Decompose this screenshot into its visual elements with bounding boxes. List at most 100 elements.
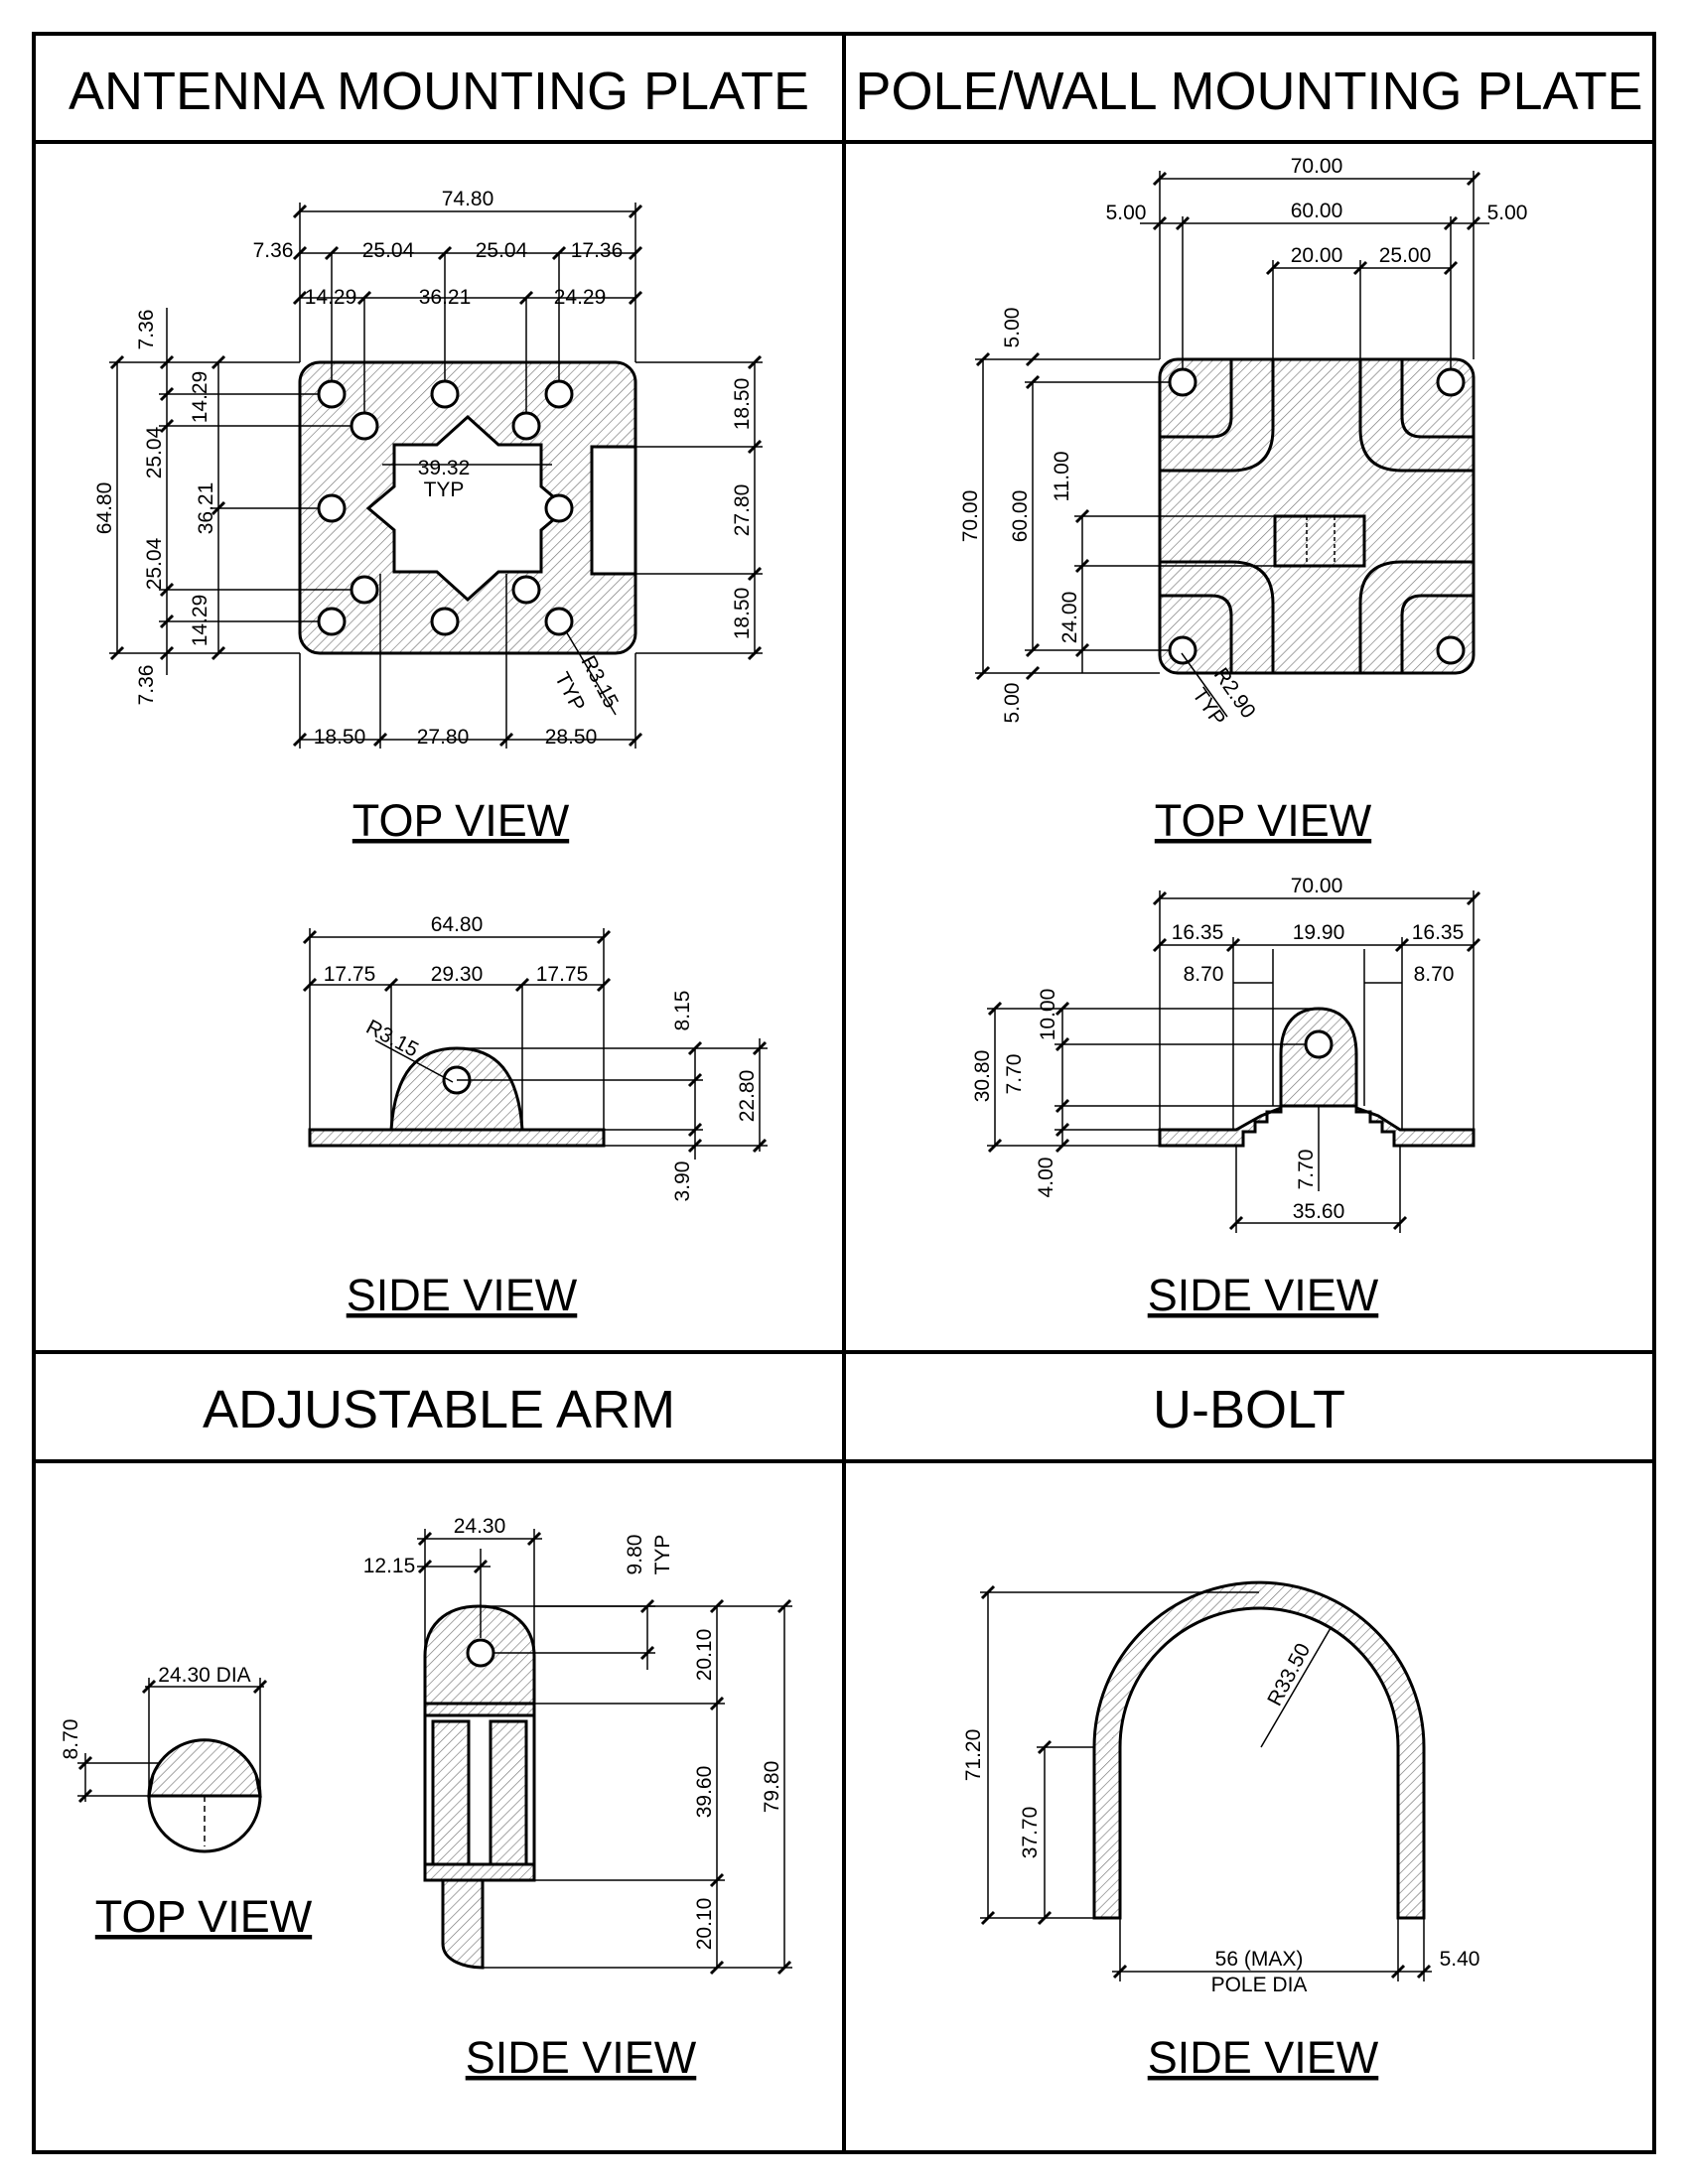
dim-pole-side-left-a: 30.80 [971, 1050, 994, 1103]
dim-pole-side-inner-left: 8.70 [1184, 963, 1224, 986]
panel-title-pole-wall: POLE/WALL MOUNTING PLATE [855, 62, 1642, 121]
dim-antenna-star-note: TYP [424, 478, 465, 501]
dim-arm-hole: 9.80 [624, 1535, 646, 1575]
dim-antenna-side-c: 17.75 [536, 963, 589, 986]
dim-arm-right-c: 20.10 [693, 1898, 716, 1951]
dim-arm-width: 24.30 [454, 1515, 506, 1538]
dim-pole-side-left-b: 10.00 [1037, 989, 1059, 1041]
antenna-side-base [308, 1128, 606, 1148]
dim-arm-overall: 79.80 [761, 1761, 783, 1814]
pole-top-dimension-lines [975, 171, 1489, 718]
antenna-side-view: 64.80 17.75 29.30 17.75 R3.15 8.15 22.80… [302, 913, 768, 1202]
dim-pole-left-top: 5.00 [1001, 308, 1024, 348]
dim-ubolt-pole-max: 56 (MAX) [1215, 1948, 1304, 1971]
panel-title-arm: ADJUSTABLE ARM [203, 1380, 675, 1439]
dim-antenna-right-c: 18.50 [731, 588, 754, 640]
dim-antenna-bottom-b: 27.80 [417, 726, 470, 749]
dim-antenna-side-right-b: 22.80 [736, 1070, 759, 1123]
dim-antenna-left-mid-a: 14.29 [189, 371, 211, 424]
dim-pole-slot-b: 25.00 [1379, 244, 1432, 267]
dim-arm-flat: 8.70 [60, 1719, 82, 1760]
pole-side-dimension-lines [987, 890, 1475, 1233]
pole-side-hole [1304, 1029, 1334, 1059]
dim-antenna-side-b: 29.30 [431, 963, 484, 986]
pole-top-view: 70.00 5.00 60.00 5.00 20.00 25.00 70.00 … [959, 155, 1527, 731]
dim-pole-left-outer: 70.00 [959, 490, 982, 543]
dim-pole-side-left-c: 7.70 [1003, 1054, 1026, 1095]
dim-antenna-row1-a: 7.36 [253, 239, 294, 262]
ubolt-body [1092, 1580, 1426, 1920]
dim-pole-left-low: 24.00 [1058, 592, 1081, 644]
dim-antenna-bottom-c: 28.50 [545, 726, 598, 749]
dim-arm-hole-note: TYP [651, 1535, 674, 1575]
pole-side-view: 70.00 16.35 19.90 16.35 8.70 8.70 30.80 … [971, 875, 1481, 1233]
dim-pole-side-overall: 70.00 [1291, 875, 1343, 897]
dim-arm-right-b: 39.60 [693, 1766, 716, 1819]
dim-antenna-left-mid-e: 14.29 [189, 595, 211, 647]
arm-side-view-label: SIDE VIEW [466, 2032, 697, 2083]
dim-pole-left-slot: 11.00 [1051, 452, 1073, 502]
pole-top-ticks [975, 171, 1481, 681]
sheet-frame [32, 32, 1656, 2154]
star-cutout [365, 414, 570, 603]
dim-pole-left-inner: 60.00 [1009, 490, 1032, 543]
dim-antenna-row2-a: 14.29 [305, 286, 357, 309]
panel-title-antenna: ANTENNA MOUNTING PLATE [69, 62, 809, 121]
dim-pole-side-left-d: 4.00 [1035, 1158, 1057, 1198]
dim-pole-side-inner-right: 8.70 [1414, 963, 1455, 986]
dim-pole-side-base: 35.60 [1293, 1200, 1345, 1223]
arm-top-view: 24.30 DIA 8.70 [60, 1664, 268, 1853]
dim-arm-right-a: 20.10 [693, 1629, 716, 1682]
dim-antenna-row2-b: 36.21 [419, 286, 472, 309]
antenna-top-ticks [109, 204, 763, 748]
dim-antenna-left-bottom: 7.36 [135, 665, 158, 706]
antenna-side-dimension-lines [309, 928, 768, 1160]
dim-pole-side-c: 16.35 [1412, 921, 1465, 944]
dim-arm-half: 12.15 [363, 1555, 416, 1577]
antenna-top-dimension-lines [109, 203, 763, 749]
dim-pole-side-step: 7.70 [1295, 1150, 1318, 1190]
dim-antenna-star: 39.32 [418, 457, 471, 479]
dim-antenna-left-mid-d: 25.04 [143, 537, 166, 590]
center-slot [1273, 514, 1366, 568]
dim-antenna-row2-c: 24.29 [554, 286, 607, 309]
dim-pole-inner: 60.00 [1291, 200, 1343, 222]
dim-antenna-side-a: 17.75 [324, 963, 376, 986]
dim-pole-slot-a: 20.00 [1291, 244, 1343, 267]
side-notch [590, 445, 637, 576]
dim-pole-side-a: 16.35 [1172, 921, 1224, 944]
dim-antenna-row1-d: 17.36 [571, 239, 624, 262]
dim-antenna-side-overall: 64.80 [431, 913, 484, 936]
dim-antenna-right-a: 18.50 [731, 378, 754, 431]
arm-stem [441, 1878, 485, 1970]
ubolt-radius-leader [1260, 1627, 1332, 1748]
arm-knuckle-hole [466, 1638, 495, 1668]
ubolt-side-view-label: SIDE VIEW [1148, 2032, 1379, 2083]
dim-antenna-left-outer: 64.80 [93, 482, 116, 535]
arm-collar [423, 1702, 536, 1717]
pole-top-view-label: TOP VIEW [1155, 795, 1372, 846]
antenna-side-ticks [302, 929, 768, 1154]
pole-side-profile [1158, 1007, 1476, 1148]
dim-antenna-overall-width: 74.80 [442, 188, 494, 210]
dim-ubolt-rod: 5.40 [1440, 1948, 1480, 1971]
ubolt-side-view: R33.50 71.20 37.70 56 (MAX) POLE DIA 5.4… [962, 1580, 1480, 1996]
antenna-top-view: 74.80 7.36 25.04 25.04 17.36 14.29 36.21… [93, 188, 763, 749]
dim-antenna-right-b: 27.80 [731, 484, 754, 537]
dim-antenna-left-mid-b: 25.04 [143, 426, 166, 478]
dim-pole-left-bottom: 5.00 [1001, 683, 1024, 724]
arm-side-view: 24.30 12.15 9.80 TYP 20.10 39.60 20.10 7… [363, 1515, 792, 1976]
dim-antenna-row1-c: 25.04 [476, 239, 528, 262]
dim-pole-overall: 70.00 [1291, 155, 1343, 178]
dim-pole-edge-left: 5.00 [1106, 202, 1147, 224]
dim-antenna-bottom-a: 18.50 [314, 726, 366, 749]
dim-antenna-side-right-c: 3.90 [671, 1161, 694, 1202]
arm-top-flat [147, 1738, 262, 1798]
arm-top-view-label: TOP VIEW [95, 1891, 313, 1942]
antenna-side-view-label: SIDE VIEW [347, 1270, 578, 1320]
dim-ubolt-leg: 37.70 [1019, 1807, 1042, 1859]
pole-mounting-holes [1168, 367, 1466, 665]
dim-antenna-side-right-a: 8.15 [671, 991, 694, 1031]
antenna-top-view-label: TOP VIEW [352, 795, 570, 846]
